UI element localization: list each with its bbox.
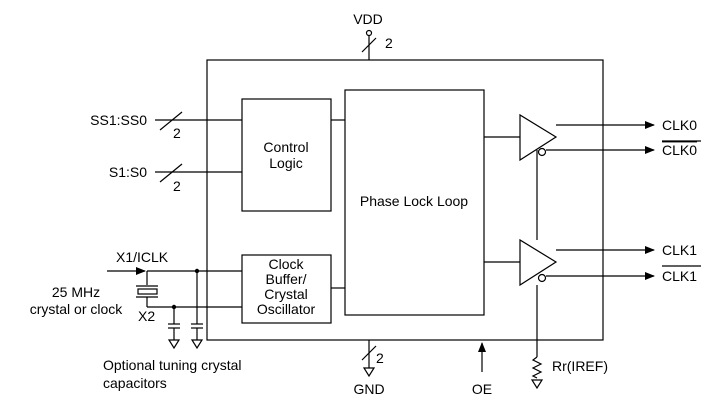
svg-text:Oscillator: Oscillator xyxy=(257,301,316,317)
rref-label: Rr(IREF) xyxy=(552,358,608,374)
ss-bus-width: 2 xyxy=(173,125,181,141)
caps-label-line1: Optional tuning crystal xyxy=(103,357,242,373)
s-bus-width: 2 xyxy=(173,178,181,194)
svg-text:Buffer/: Buffer/ xyxy=(266,271,307,287)
oscillator-block xyxy=(241,254,332,324)
svg-text:Logic: Logic xyxy=(269,155,302,171)
pll-block xyxy=(344,89,485,316)
caps-label-line2: capacitors xyxy=(103,375,167,391)
control-logic-label: Control xyxy=(263,139,308,155)
ss-bus-slash xyxy=(159,111,183,131)
pll-label: Phase Lock Loop xyxy=(360,193,468,209)
vdd-bus-slash xyxy=(361,37,377,53)
oscillator-label: Clock xyxy=(268,256,304,272)
clk1-label: CLK1 xyxy=(662,242,697,258)
vdd-bus-width: 2 xyxy=(385,35,393,51)
crystal-label-line2: crystal or clock xyxy=(30,301,124,317)
buffer-0-inverter-bubble xyxy=(537,147,547,157)
gnd-label: GND xyxy=(353,381,384,397)
x1-label: X1/ICLK xyxy=(116,249,169,265)
gnd-bus-slash xyxy=(361,345,377,361)
s-bus-slash xyxy=(159,163,183,183)
buffer-1-inverter-bubble xyxy=(537,273,547,283)
clk0-label: CLK0 xyxy=(662,117,697,133)
vdd-pin xyxy=(365,29,373,37)
crystal-symbol xyxy=(137,288,158,295)
resistor-ground xyxy=(530,379,544,390)
ss-label: SS1:SS0 xyxy=(90,112,147,128)
cap1-ground xyxy=(167,339,181,350)
oe-label: OE xyxy=(472,381,492,397)
reference-resistor xyxy=(531,356,543,379)
gnd-bus-width: 2 xyxy=(376,350,384,366)
control-logic-block xyxy=(241,98,332,212)
output-buffer-0 xyxy=(519,113,558,162)
clk1-bar-label: CLK1 xyxy=(662,268,697,284)
gnd-symbol xyxy=(362,367,376,378)
vdd-label: VDD xyxy=(353,11,383,27)
clk0-bar-label: CLK0 xyxy=(662,142,697,158)
output-buffer-1 xyxy=(519,238,558,287)
cap2-ground xyxy=(190,339,204,350)
svg-text:Crystal: Crystal xyxy=(264,286,308,302)
x2-label: X2 xyxy=(138,308,155,324)
s-label: S1:S0 xyxy=(109,164,147,180)
crystal-label-line1: 25 MHz xyxy=(52,284,100,300)
